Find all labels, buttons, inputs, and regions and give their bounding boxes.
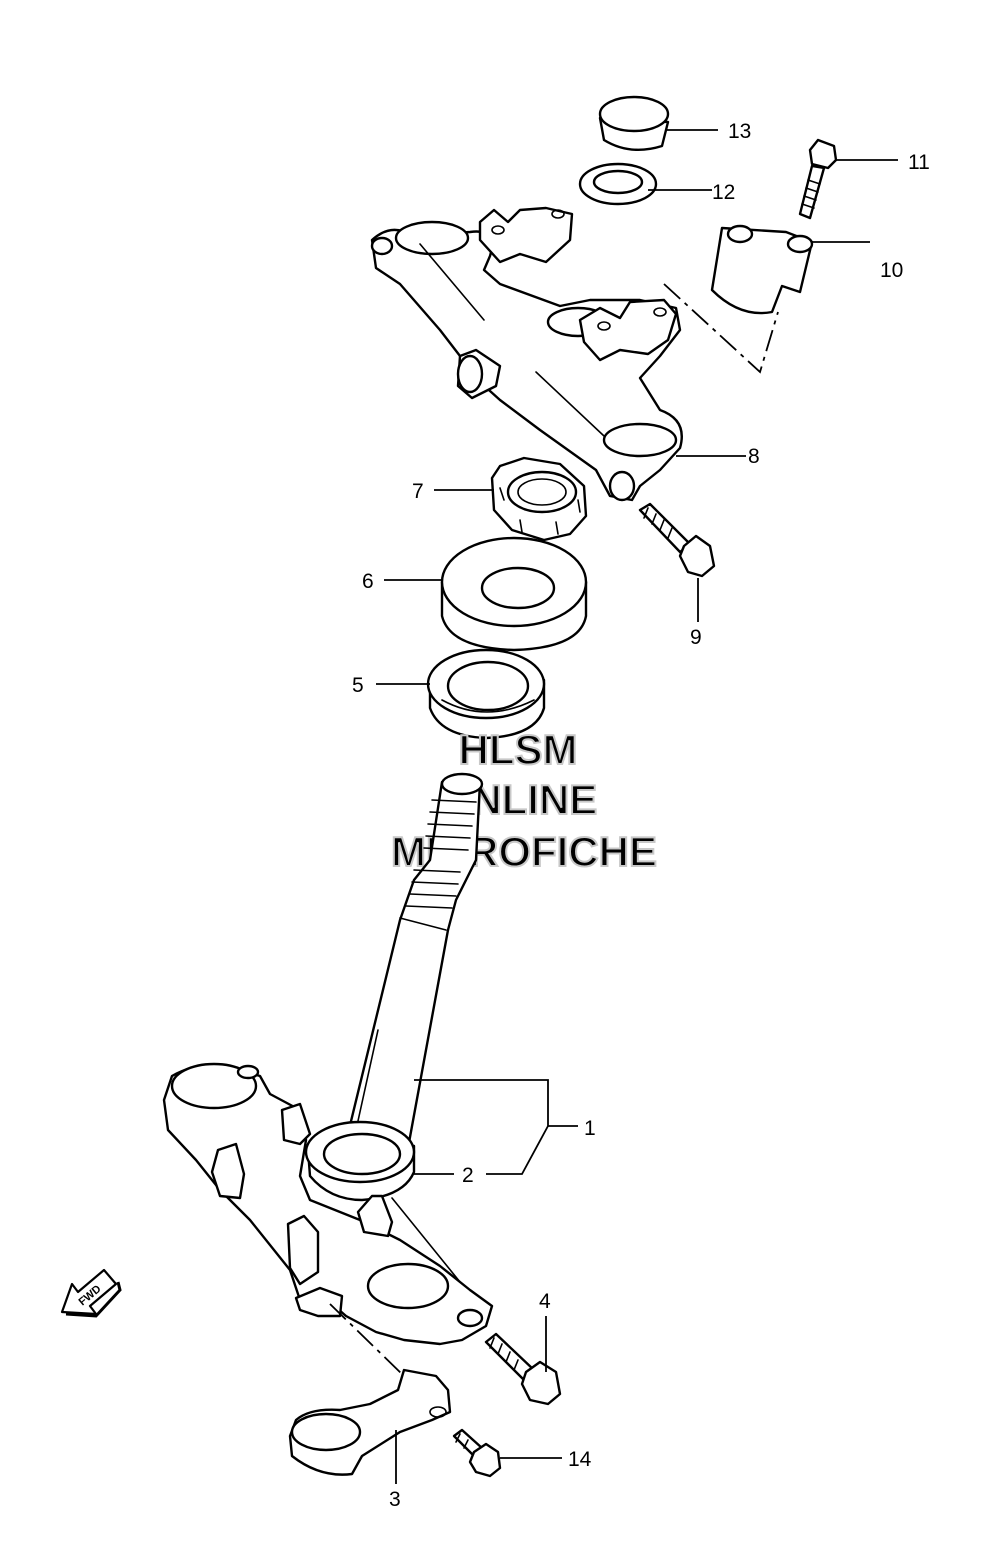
callout-7: 7 <box>412 480 424 503</box>
part-10-holder[interactable] <box>710 224 814 315</box>
alignment-line-10 <box>663 283 779 374</box>
part-7-nut[interactable] <box>490 456 588 542</box>
part-2-bearing[interactable] <box>304 1120 416 1202</box>
part-5-bearing[interactable] <box>426 648 546 740</box>
callout-3: 3 <box>389 1488 401 1511</box>
callout-9: 9 <box>690 626 702 649</box>
part-9-bolt[interactable] <box>638 502 716 578</box>
callout-12: 12 <box>712 181 735 204</box>
callout-8: 8 <box>748 445 760 468</box>
part-8-upper-bracket[interactable] <box>370 206 683 502</box>
callout-13: 13 <box>728 120 751 143</box>
part-13-cap[interactable] <box>598 95 670 152</box>
callout-14: 14 <box>568 1448 592 1471</box>
part-12-washer[interactable] <box>578 162 658 206</box>
fwd-arrow-icon: FWD <box>60 1268 122 1318</box>
callout-5: 5 <box>352 674 364 697</box>
part-4-bolt[interactable] <box>484 1332 562 1406</box>
part-3-clamp[interactable] <box>288 1368 452 1476</box>
leader-lines <box>376 129 898 1484</box>
part-14-bolt[interactable] <box>452 1428 502 1478</box>
callout-4: 4 <box>539 1290 551 1313</box>
lower-bracket[interactable] <box>162 1062 494 1346</box>
callout-2: 2 <box>462 1164 474 1187</box>
callouts: 13 12 11 10 8 7 6 9 5 1 2 4 14 3 <box>352 120 930 1511</box>
part-6-seal[interactable] <box>440 536 588 652</box>
watermark-line1: HLSM <box>459 726 578 773</box>
callout-6: 6 <box>362 570 374 593</box>
part-11-bolt[interactable] <box>798 138 838 220</box>
callout-10: 10 <box>880 259 903 282</box>
callout-1: 1 <box>584 1117 596 1140</box>
callout-11: 11 <box>908 151 930 174</box>
alignment-line-3 <box>329 1303 405 1377</box>
